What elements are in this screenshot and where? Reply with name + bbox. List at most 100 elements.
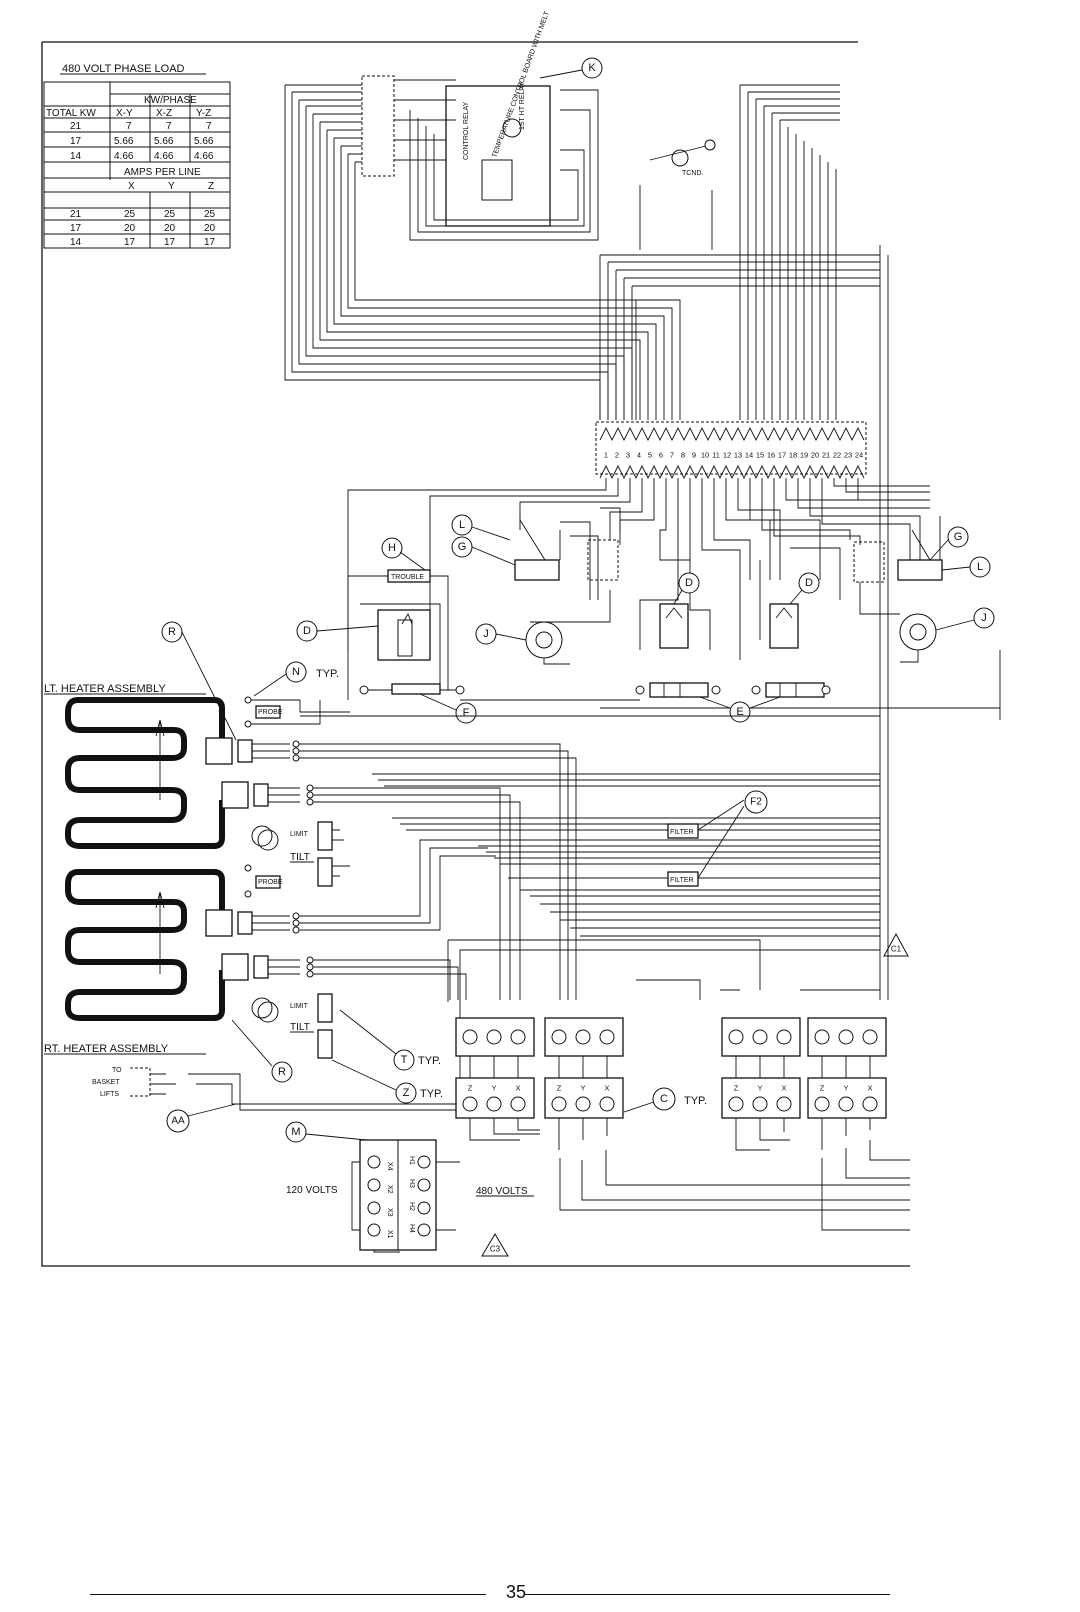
svg-text:F2: F2	[750, 797, 762, 808]
svg-text:L: L	[459, 519, 465, 531]
svg-text:X: X	[781, 1084, 786, 1093]
svg-text:12: 12	[723, 451, 731, 460]
svg-text:T: T	[401, 1054, 408, 1066]
amps-col-x: X	[128, 181, 135, 192]
svg-text:M: M	[291, 1126, 300, 1138]
svg-text:C3: C3	[490, 1245, 501, 1254]
page-footer: 35	[90, 1582, 890, 1612]
svg-text:G: G	[458, 541, 467, 553]
volts-120-label: 120 VOLTS	[286, 1185, 338, 1196]
callout-k: K	[539, 57, 603, 79]
svg-text:11: 11	[712, 451, 720, 460]
svg-text:R: R	[278, 1066, 286, 1078]
connector-24-pin: 1 2 3 4 5 6 7 8 9 10 11 12 13 14 15 16 1…	[595, 421, 867, 480]
svg-text:8: 8	[681, 451, 685, 460]
limit-tilt-rt: LIMIT TILT	[251, 993, 333, 1059]
limit-label: LIMIT	[290, 831, 309, 838]
svg-text:20: 20	[811, 451, 819, 460]
limit-label: LIMIT	[290, 1003, 309, 1010]
svg-text:14: 14	[745, 451, 753, 460]
footer-rule-right	[524, 1594, 890, 1595]
svg-text:F: F	[463, 707, 470, 719]
callout-c3: C3	[481, 1233, 509, 1257]
basket-label: BASKET	[92, 1079, 120, 1086]
svg-text:L: L	[977, 561, 983, 573]
svg-text:Z: Z	[820, 1084, 825, 1093]
tilt-label: TILT	[290, 1022, 310, 1033]
svg-text:9: 9	[692, 451, 696, 460]
probe-lt: PROBE	[244, 696, 350, 728]
svg-text:22: 22	[833, 451, 841, 460]
svg-text:J: J	[483, 628, 489, 640]
kw-phase-header: KW/PHASE	[144, 95, 197, 106]
callout-j-right: J	[935, 607, 995, 631]
basket-lifts: TO BASKET LIFTS	[92, 949, 880, 1111]
typ-label: TYP.	[684, 1095, 707, 1107]
callout-r-bottom: R	[231, 1019, 293, 1083]
connector-pin-labels: 1 2 3 4 5 6 7 8 9 10 11 12 13 14 15 16 1…	[604, 451, 863, 460]
left-motor-group	[514, 516, 689, 665]
svg-text:Z: Z	[468, 1084, 473, 1093]
probe-label: PROBE	[258, 879, 283, 886]
col-xy: X-Y	[116, 108, 133, 119]
svg-text:Y: Y	[757, 1084, 762, 1093]
svg-text:R: R	[168, 626, 176, 638]
callout-d: D	[296, 620, 379, 642]
filter-label: FILTER	[670, 829, 694, 836]
svg-text:21: 21	[822, 451, 830, 460]
svg-text:Y: Y	[580, 1084, 585, 1093]
typ-label: TYP.	[420, 1088, 443, 1100]
svg-text:AA: AA	[171, 1116, 185, 1127]
svg-text:17: 17	[778, 451, 786, 460]
kw-cell: 4.66	[154, 151, 174, 162]
callout-f: F	[419, 693, 477, 724]
tcnd-label: TCND.	[682, 170, 703, 177]
contactor-2: Z Y X	[544, 1017, 624, 1119]
lt-heater-terminals	[237, 739, 350, 807]
callout-g-right: G	[929, 526, 969, 561]
callout-l-left: L	[451, 514, 511, 541]
footer-rule-left	[90, 1594, 486, 1595]
control-board-wiring	[284, 79, 880, 420]
trouble-label: TROUBLE	[391, 574, 424, 581]
amps-cell: 20	[124, 223, 136, 234]
svg-text:16: 16	[767, 451, 775, 460]
kw-cell: 5.66	[194, 136, 214, 147]
svg-text:X2: X2	[386, 1185, 393, 1194]
callout-d-right: D	[789, 572, 820, 605]
left-control-components: TROUBLE	[347, 569, 465, 700]
contactor-4: Z Y X	[807, 1017, 887, 1119]
amps-cell: 20	[204, 223, 216, 234]
svg-text:Z: Z	[403, 1087, 410, 1099]
callout-l-right: L	[941, 556, 991, 578]
rt-heater-element	[65, 869, 249, 1021]
typ-label: TYP.	[316, 668, 339, 680]
svg-text:D: D	[303, 625, 311, 637]
right-motor-group	[759, 516, 943, 663]
lt-heater-element	[65, 697, 249, 849]
page-number: 35	[505, 1582, 527, 1602]
connector-lower-wiring	[347, 478, 930, 660]
svg-text:H: H	[388, 542, 396, 554]
svg-text:4: 4	[637, 451, 641, 460]
basket-to: TO	[112, 1067, 122, 1074]
callout-r-top: R	[161, 621, 237, 741]
control-relay-label: CONTROL RELAY	[463, 101, 470, 160]
svg-text:24: 24	[855, 451, 863, 460]
kw-cell: 7	[206, 121, 212, 132]
lt-heater-label: LT. HEATER ASSEMBLY	[44, 683, 166, 695]
kw-cell: 14	[70, 151, 82, 162]
kw-cell: 7	[126, 121, 132, 132]
svg-text:X: X	[867, 1084, 872, 1093]
wiring-schematic: 480 VOLT PHASE LOAD KW/PHASE TOTAL KW X-…	[41, 10, 1001, 1267]
svg-text:D: D	[805, 577, 813, 589]
svg-text:G: G	[954, 531, 963, 543]
kw-cell: 5.66	[114, 136, 134, 147]
kw-cell: 21	[70, 121, 82, 132]
svg-text:E: E	[736, 706, 743, 718]
amps-cell: 17	[164, 237, 176, 248]
amps-cell: 20	[164, 223, 176, 234]
svg-text:18: 18	[789, 451, 797, 460]
rt-heater-terminals	[237, 911, 350, 979]
svg-text:X: X	[604, 1084, 609, 1093]
